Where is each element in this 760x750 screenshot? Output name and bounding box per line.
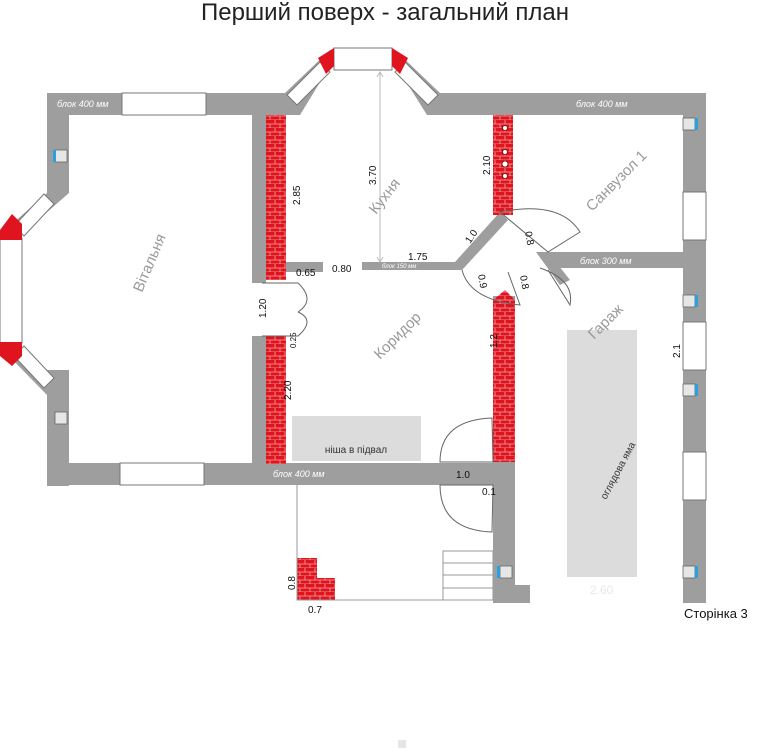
brick-wall-living-kitchen [266,115,286,280]
room-bathroom: Санвузол 1 [583,147,651,215]
wall-label-top-right: блок 400 мм [576,99,628,109]
wall-windows [119,92,707,501]
marker-square [398,740,406,748]
wall-kitchen-bottom-stub [285,262,323,272]
dim-080: 0.80 [332,264,352,275]
door-entrance-upper [439,417,494,463]
vent-accent-icon [53,150,56,162]
door-corridor-kitchen [461,269,521,306]
vent-icon [682,383,696,397]
dim-285: 2.85 [292,185,303,205]
dim-065: 0.65 [296,268,316,279]
door-bathroom [498,208,581,253]
wall-left-upper [47,93,69,193]
wall-label-bottom: блок 400 мм [273,469,325,479]
wall-left-lower [47,370,69,486]
inspection-pit [567,330,637,577]
bay-windows [0,47,439,389]
vent-icon [682,294,696,308]
window-kitchen-bay-left [286,61,331,106]
wall-label-top-left: блок 400 мм [57,99,109,109]
dim-370: 3.70 [368,165,379,185]
window-top-left [121,92,207,116]
dim-025: 0.25 [289,332,298,348]
porch-outline [296,485,493,601]
window-bathroom [682,191,707,241]
dim-08c: 0.8 [287,576,298,590]
bay-brick-corners [0,48,408,366]
window-living-bay [0,237,23,344]
page-title: Перший поверх - загальний план [201,0,569,26]
brick-wall-corridor-right [493,290,515,462]
basement-niche [292,416,421,461]
dim-08b: 0.8 [517,275,530,291]
dim-01: 0.1 [482,487,496,498]
chimney-flues [501,125,509,179]
vent-accent-icon [695,118,698,130]
wall-kitchen-partition [362,262,462,270]
wall-label-kitchen-partition: блок 150 мм [382,264,416,270]
window-garage-2 [682,451,707,501]
wall-garage-left [493,462,515,603]
wall-label-garage-top: блок 300 мм [580,256,632,266]
brick-stove [297,558,335,600]
window-kitchen-bay-top [333,47,393,71]
vent-accent-icon [695,566,698,578]
dim-10b: 1.0 [456,470,470,481]
door-garage [539,267,572,307]
dim-210: 2.10 [482,155,493,175]
page-number-label: Сторінка 3 [684,606,748,621]
vent-icon [54,411,68,425]
vent-accent-icon [695,295,698,307]
dim-220: 2.20 [283,380,294,400]
dimension-line-kitchen [376,71,384,263]
wall-corridor-left-lower [252,336,266,464]
brick-walls [266,115,515,600]
dim-09: 0.9 [475,274,488,290]
vent-icon [54,149,68,163]
vent-icon [682,117,696,131]
doors [262,208,581,533]
door-living [262,282,308,337]
room-living: Вітальня [130,231,170,294]
dim-21: 2.1 [672,344,683,358]
note-basement-niche: ніша в підвал [325,445,387,456]
note-pit-faint: 2.60 [590,583,614,597]
vent-icon [682,565,696,579]
wall-top-right [430,93,706,115]
door-entrance-lower [439,484,494,533]
dim-175: 1.75 [408,252,428,263]
wall-corridor-left-upper [252,115,266,283]
dim-120: 1.20 [258,298,269,318]
vent-icon [499,565,513,579]
dim-08a: 0.8 [522,231,535,247]
room-corridor: Коридор [371,309,425,363]
vent-accent-icon [695,384,698,396]
window-bottom [119,462,205,486]
brick-wall-living-corridor [266,336,286,464]
dim-12: 1.2 [489,334,500,348]
wall-garage-top [548,252,694,268]
wall-garage-bottom-stub [502,585,530,603]
vent-accent-icon [497,566,500,578]
dim-07: 0.7 [308,605,322,616]
window-garage-1 [682,321,707,371]
porch [296,485,494,601]
